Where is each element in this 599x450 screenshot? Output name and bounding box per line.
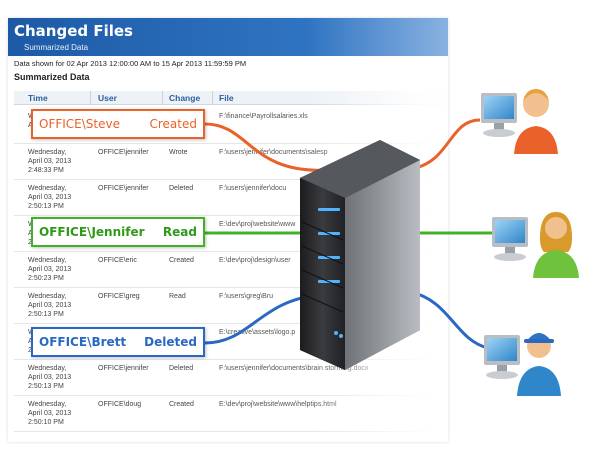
cell-time-line: 2:50:10 PM xyxy=(28,419,64,426)
table-row[interactable]: Wednesday, April 03, 2013 2:48:33 PM OFFICE… xyxy=(14,144,448,180)
column-divider xyxy=(162,91,163,105)
cell-user: OFFICE\eric xyxy=(98,257,137,264)
table-row[interactable]: Wednesday, April 03, 2013 2:50:13 PM OFFICE… xyxy=(14,360,448,396)
cell-time-line: Wednesday, xyxy=(28,293,67,300)
cell-time: Wednesday, April 03, 2013 2:48:33 PM xyxy=(28,148,88,175)
cell-time-line: Wednesday, xyxy=(28,185,67,192)
cell-file: E:\dev\proj\website\www\helptips.html xyxy=(219,401,337,408)
column-divider xyxy=(212,91,213,105)
cell-change: Created xyxy=(169,257,194,264)
report-title: Changed Files xyxy=(14,22,133,40)
callout-action: Created xyxy=(149,117,198,131)
column-header-time[interactable]: Time xyxy=(28,93,48,103)
cell-time-line: April 03, 2013 xyxy=(28,410,72,417)
report-subtitle: Summarized Data xyxy=(24,43,89,52)
connection-line-orange xyxy=(204,122,331,172)
cell-file: E:\dev\proj\website\www xyxy=(219,221,296,228)
callout-jennifer-read: OFFICE\Jennifer Read xyxy=(31,217,205,247)
callout-brett-deleted: OFFICE\Brett Deleted xyxy=(31,327,205,357)
connection-line-blue-right xyxy=(409,290,489,350)
cell-user: OFFICE\jennifer xyxy=(98,149,149,156)
cell-time-line: April 03, 2013 xyxy=(28,194,72,201)
table-row[interactable]: Wednesday, April 03, 2013 2:50:13 PM OFFICE… xyxy=(14,288,448,324)
cell-file: E:\dev\proj\design\user xyxy=(219,257,291,264)
cell-time-line: April 03, 2013 xyxy=(28,158,72,165)
report-header: Changed Files Summarized Data xyxy=(8,18,448,56)
cell-file: F:\finance\Payrollsalaries.xls xyxy=(219,113,308,120)
cell-file: F:\users\jennifer\docu xyxy=(219,185,287,192)
cell-time-line: Wednesday, xyxy=(28,257,67,264)
callout-action: Deleted xyxy=(144,335,197,349)
callout-user: OFFICE\Brett xyxy=(39,335,127,349)
callout-action: Read xyxy=(162,225,197,239)
cell-time: Wednesday, April 03, 2013 2:50:23 PM xyxy=(28,256,88,283)
section-title: Summarized Data xyxy=(14,72,90,82)
cell-time-line: Wednesday, xyxy=(28,149,67,156)
cell-time-line: 2:50:13 PM xyxy=(28,203,64,210)
table-row[interactable]: Wednesday, April 03, 2013 2:50:23 PM OFFICE… xyxy=(14,252,448,288)
column-header-file[interactable]: File xyxy=(219,93,234,103)
column-header-user[interactable]: User xyxy=(98,93,117,103)
cell-time-line: 2:48:33 PM xyxy=(28,167,64,174)
user-computer-icon xyxy=(492,212,579,278)
cell-user: OFFICE\doug xyxy=(98,401,142,408)
column-divider xyxy=(90,91,91,105)
cell-user: OFFICE\jennifer xyxy=(98,185,149,192)
callout-user: OFFICE\Jennifer xyxy=(39,225,145,239)
table-row[interactable]: Wednesday, April 03, 2013 2:50:10 PM OFFICE… xyxy=(14,396,448,432)
callout-steve-created: OFFICE\Steve Created xyxy=(31,109,205,139)
cell-change: Created xyxy=(169,401,194,408)
cell-time: Wednesday, April 03, 2013 2:50:13 PM xyxy=(28,184,88,211)
cell-user: OFFICE\jennifer xyxy=(98,365,149,372)
cell-time-line: April 03, 2013 xyxy=(28,266,72,273)
cell-time-line: Wednesday, xyxy=(28,401,67,408)
cell-change: Deleted xyxy=(169,365,194,372)
cell-time: Wednesday, April 03, 2013 2:50:13 PM xyxy=(28,364,88,391)
cell-change: Read xyxy=(169,293,186,300)
callout-user: OFFICE\Steve xyxy=(39,117,120,131)
cell-time: Wednesday, April 03, 2013 2:50:13 PM xyxy=(28,292,88,319)
cell-time-line: 2:50:23 PM xyxy=(28,275,64,282)
date-range-text: Data shown for 02 Apr 2013 12:00:00 AM t… xyxy=(14,59,247,68)
cell-time-line: Wednesday, xyxy=(28,365,67,372)
cell-file: E:\creative\assets\logo.p xyxy=(219,329,296,336)
cell-time-line: 2:50:13 PM xyxy=(28,311,64,318)
cell-time-line: April 03, 2013 xyxy=(28,374,72,381)
cell-change: Deleted xyxy=(169,185,194,192)
cell-file: F:\users\jennifer\documents\salesp xyxy=(219,149,328,156)
connection-line-orange-right xyxy=(414,118,481,170)
server-icon xyxy=(300,140,420,370)
cell-file: F:\users\jennifer\documents\brain stormi… xyxy=(219,365,369,372)
column-header-change[interactable]: Change xyxy=(169,93,201,103)
user-computer-icon xyxy=(484,333,561,396)
cell-file: F:\users\greg\Bru xyxy=(219,293,274,300)
cell-user: OFFICE\greg xyxy=(98,293,140,300)
user-computer-icon xyxy=(481,89,558,154)
cell-time-line: April 03, 2013 xyxy=(28,302,72,309)
cell-time: Wednesday, April 03, 2013 2:50:10 PM xyxy=(28,400,88,427)
table-row[interactable]: Wednesday, April 03, 2013 2:50:13 PM OFFICE… xyxy=(14,180,448,216)
cell-time-line: 2:50:13 PM xyxy=(28,383,64,390)
cell-change: Wrote xyxy=(169,149,188,156)
